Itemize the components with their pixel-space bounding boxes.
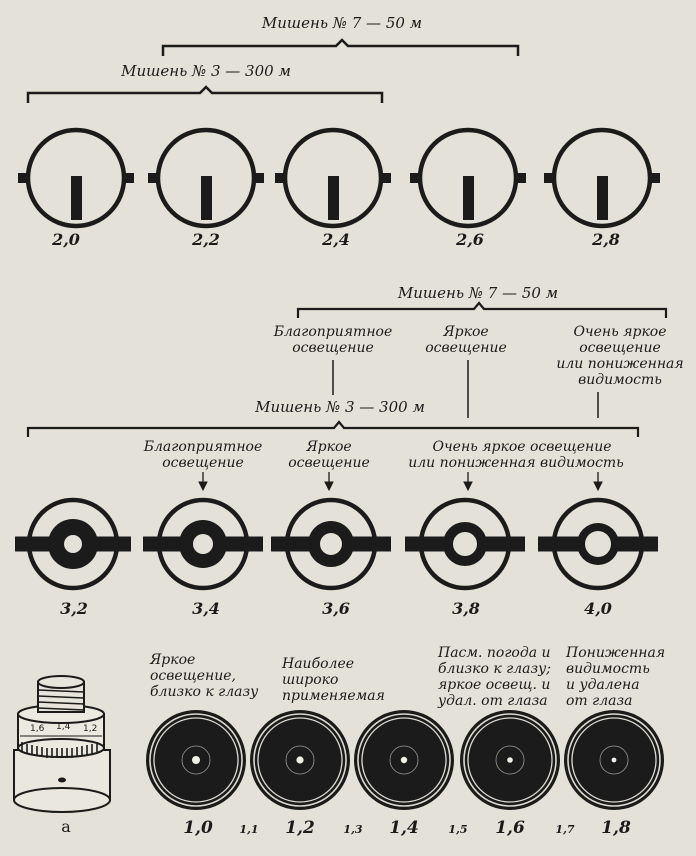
diopter-value: 2,8 — [591, 230, 620, 249]
diopter-value: 3,4 — [192, 599, 220, 618]
upper-condition-1: Благоприятное освещение — [273, 324, 393, 356]
svg-text:видимость: видимость — [578, 372, 662, 388]
top-label-long: Мишень № 7 — 50 м — [261, 14, 422, 32]
aperture-value: 1,6 — [495, 818, 525, 838]
figure-label: а — [61, 817, 71, 836]
lower-condition-3: Очень яркое освещение или пониженная вид… — [408, 439, 624, 471]
svg-text:удал. от глаза: удал. от глаза — [437, 693, 548, 709]
svg-text:освещение: освещение — [425, 340, 507, 356]
aperture-value: 1,2 — [285, 818, 315, 838]
middle-label-short: Мишень № 3 — 300 м — [254, 398, 425, 416]
svg-text:Благоприятное: Благоприятное — [143, 439, 263, 455]
arrow-markers — [198, 472, 603, 492]
diopter-value: 3,8 — [452, 599, 480, 618]
bottom-caption-1: Яркое освещение, близко к глазу — [149, 652, 259, 700]
lower-condition-2: Яркое освещение — [288, 439, 370, 471]
bottom-caption-4: Пониженная видимость и удалена от глаза — [565, 645, 665, 709]
svg-text:и удалена: и удалена — [566, 677, 640, 693]
diopter-value: 2,6 — [455, 230, 484, 249]
upper-condition-3: Очень яркое освещение или пониженная вид… — [556, 324, 683, 388]
svg-text:освещение: освещение — [579, 340, 661, 356]
upper-condition-2: Яркое освещение — [425, 324, 507, 356]
svg-text:освещение: освещение — [292, 340, 374, 356]
diopter-value: 3,2 — [60, 599, 88, 618]
middle-brace-long — [296, 301, 668, 318]
diopter-value: 4,0 — [584, 599, 612, 618]
knob-scale-mark: 1,2 — [83, 724, 97, 734]
top-brace-short — [26, 85, 384, 103]
top-label-short: Мишень № 3 — 300 м — [120, 62, 291, 80]
ring-reticle — [15, 497, 658, 591]
svg-text:освещение: освещение — [288, 455, 370, 471]
diopter-value: 2,2 — [191, 230, 220, 249]
aperture-discs — [146, 710, 664, 810]
knob-scale-mark: 1,6 — [30, 724, 45, 734]
diopter-value: 2,0 — [51, 230, 80, 249]
knob-scale-mark: 1,4 — [56, 722, 71, 732]
svg-text:или пониженная видимость: или пониженная видимость — [408, 455, 624, 471]
svg-text:Очень яркое освещение: Очень яркое освещение — [432, 439, 611, 455]
aperture-mid-value: 1,5 — [448, 823, 467, 836]
top-brace-long — [161, 38, 520, 56]
svg-text:Яркое: Яркое — [305, 439, 351, 455]
svg-text:видимость: видимость — [566, 661, 650, 677]
post-reticle — [18, 127, 660, 229]
svg-text:близко к глазу: близко к глазу — [150, 684, 259, 700]
aperture-value: 1,8 — [601, 818, 631, 838]
svg-text:освещение,: освещение, — [150, 668, 236, 684]
svg-text:или пониженная: или пониженная — [556, 356, 683, 372]
aperture-mid-value: 1,1 — [239, 823, 258, 836]
aperture-mid-value: 1,3 — [343, 823, 362, 836]
svg-text:Яркое: Яркое — [442, 324, 488, 340]
middle-label-long: Мишень № 7 — 50 м — [397, 284, 558, 302]
bottom-caption-2: Наиболее широко применяемая — [281, 656, 385, 704]
svg-text:Пониженная: Пониженная — [565, 645, 665, 661]
diopter-knob-illustration: 1,6 1,4 1,2 — [13, 675, 111, 813]
bottom-caption-3: Пасм. погода и близко к глазу; яркое осв… — [437, 645, 551, 709]
svg-text:Пасм. погода и: Пасм. погода и — [437, 645, 551, 661]
svg-text:Наиболее: Наиболее — [281, 656, 354, 672]
svg-text:Очень яркое: Очень яркое — [573, 324, 666, 340]
diopter-value: 2,4 — [321, 230, 350, 249]
middle-brace-short — [26, 420, 640, 437]
aperture-value: 1,4 — [389, 818, 419, 838]
svg-text:освещение: освещение — [162, 455, 244, 471]
lower-condition-1: Благоприятное освещение — [143, 439, 263, 471]
diopter-value: 3,6 — [322, 599, 350, 618]
svg-text:яркое освещ. и: яркое освещ. и — [438, 677, 550, 693]
aperture-value: 1,0 — [183, 818, 213, 838]
svg-text:от глаза: от глаза — [566, 693, 632, 709]
svg-text:близко к глазу;: близко к глазу; — [438, 661, 551, 677]
svg-text:Яркое: Яркое — [149, 652, 195, 668]
svg-text:применяемая: применяемая — [282, 688, 385, 704]
svg-text:Благоприятное: Благоприятное — [273, 324, 393, 340]
svg-text:широко: широко — [282, 672, 338, 688]
aperture-mid-value: 1,7 — [555, 823, 574, 836]
